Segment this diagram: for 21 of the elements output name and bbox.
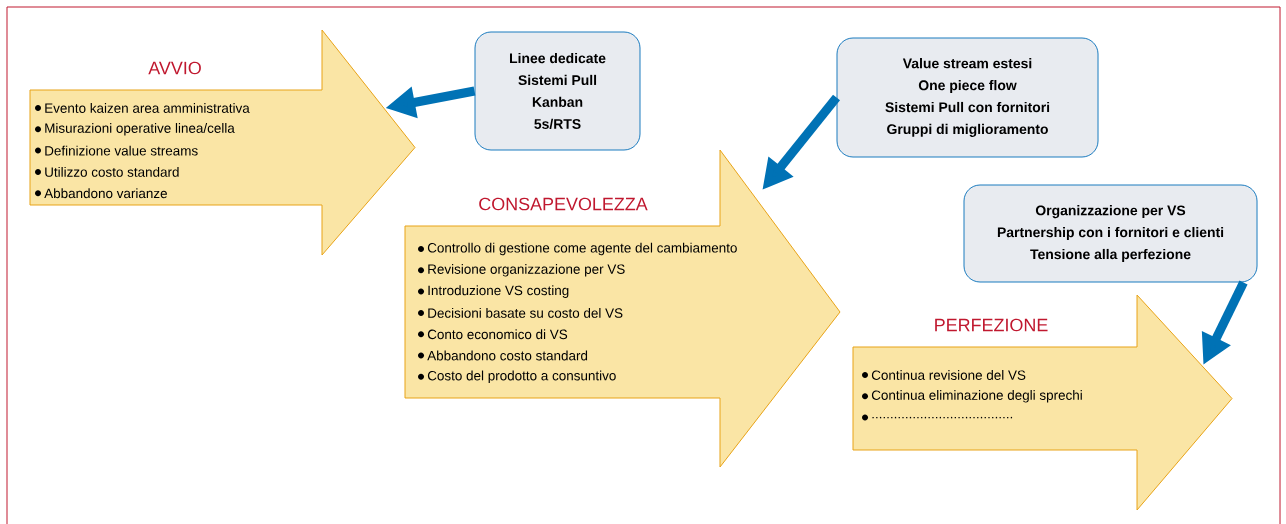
list-item: Evento kaizen area amministrativa [35, 103, 250, 113]
list-item: Abbandono costo standard [418, 350, 588, 361]
list-item: Conto economico di VS [418, 329, 568, 340]
stage-heading: AVVIO [148, 61, 201, 75]
list-item: Definizione value streams [35, 145, 198, 156]
rounded-box: Organizzazione per VS Partnership con i fornitori e clienti Tensione alla perfezione [963, 184, 1258, 283]
list-item: Revisione organizzazione per VS [418, 264, 625, 277]
list-item: Abbandono varianze [35, 188, 167, 199]
list-item: ...................................... [862, 414, 1013, 421]
list-item: Introduzione VS costing [418, 285, 569, 298]
list-item: Costo del prodotto a consuntivo [418, 370, 616, 384]
rounded-box: Linee dedicate Sistemi Pull Kanban 5s/RTS [474, 31, 641, 151]
list-item: Continua revisione del VS [862, 370, 1026, 380]
list-item: Controllo di gestione come agente del cambiamento [418, 242, 737, 256]
stage-heading: PERFEZIONE [935, 318, 1048, 332]
list-item: Continua eliminazione degli sprechi [862, 390, 1082, 403]
list-item: Misurazioni operative linea/cella [35, 123, 235, 136]
list-item: Decisioni basate su costo del VS [418, 307, 623, 318]
rounded-box: Value stream estesi One piece flow Sistemi Pull con fornitori Gruppi di miglioramento [836, 37, 1099, 158]
stage-heading: CONSAPEVOLEZZA [479, 197, 648, 211]
list-item: Utilizzo costo standard [35, 166, 179, 177]
